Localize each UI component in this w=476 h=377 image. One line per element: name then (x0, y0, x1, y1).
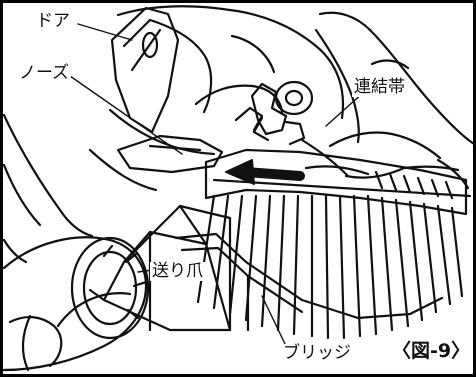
nose-leader-line (69, 75, 183, 155)
bridge-leader-line (261, 295, 287, 347)
machine-body-drawing (88, 5, 345, 192)
left-hand-drawing (2, 113, 94, 264)
label-connecting-strip: 連結帯 (352, 77, 407, 97)
label-feed-claw: 送り爪 (150, 261, 205, 281)
label-nose: ノーズ (17, 63, 72, 83)
feed-claw-cylinder-drawing (2, 236, 150, 372)
feed-claw-leader-line (137, 269, 153, 273)
nail-strip-drawing (196, 148, 472, 340)
leader-lines (69, 23, 365, 347)
strip-leader-line (325, 91, 365, 127)
label-bridge: ブリッジ (281, 343, 353, 363)
bridge-drawing (174, 232, 444, 332)
label-door: ドア (34, 11, 72, 31)
door-leader-line (77, 23, 133, 41)
insert-direction-arrow (225, 159, 305, 185)
figure-number: 〈図-9〉 (390, 340, 473, 363)
magazine-drawing (88, 204, 232, 332)
